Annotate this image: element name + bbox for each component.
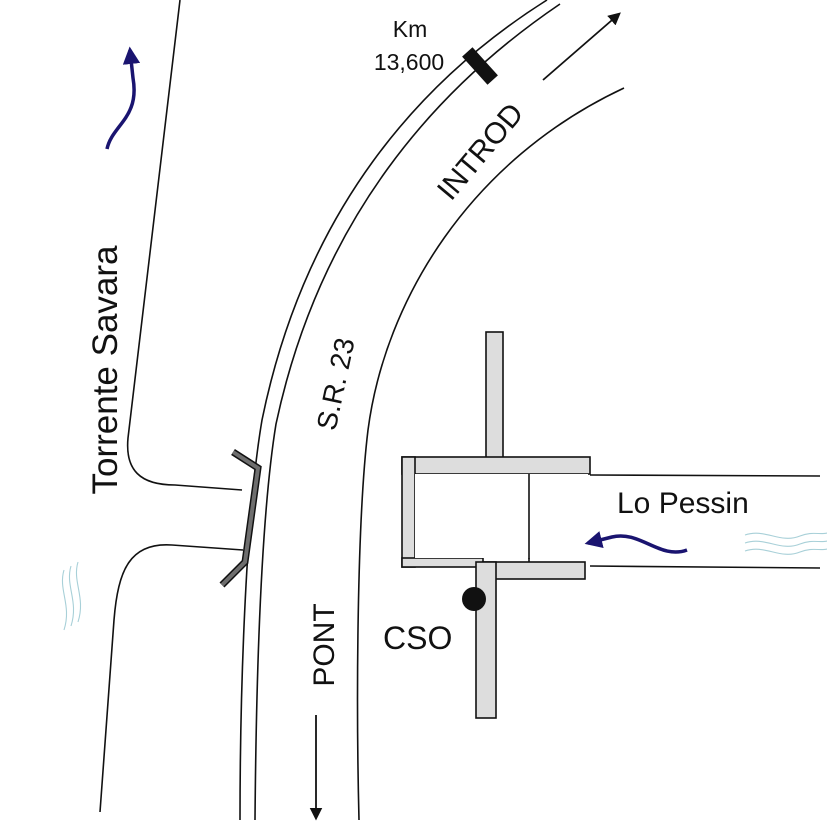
tributary-name-label: Lo Pessin: [617, 487, 749, 520]
stream-torrente-savara: [99, 0, 244, 813]
stream-bank-upper: [126, 0, 243, 491]
km-value-label: 13,600: [374, 49, 444, 75]
pipe-north: [485, 331, 504, 459]
cso-label: CSO: [383, 620, 452, 656]
bridge-icon: [219, 449, 262, 588]
road-edge-outer: [239, 0, 548, 821]
chamber-left-wall: [401, 456, 416, 568]
road-edge-inner: [254, 3, 561, 821]
water-wave-icon: [744, 532, 827, 555]
channel-edge-top: [589, 474, 821, 477]
flow-direction-arrow-icon: [105, 46, 141, 150]
km-title-label: Km: [393, 16, 428, 42]
road-direction-north-label: INTROD: [431, 97, 530, 206]
road-direction-south-label: PONT: [308, 603, 341, 686]
tributary-lo-pessin: [589, 474, 821, 569]
chamber-top-wall: [401, 456, 591, 475]
overflow-structure: [401, 331, 591, 719]
channel-edge-bottom: [589, 565, 821, 569]
chamber-interior: [415, 474, 588, 558]
chamber-bottom-wall: [401, 557, 484, 568]
cso-point-icon: [462, 587, 486, 611]
flow-direction-arrow-icon: [584, 531, 688, 554]
pipe-bottom-branch: [482, 561, 586, 580]
kilometer-marker-icon: [462, 47, 498, 85]
road-name-label: S.R. 23: [311, 335, 361, 433]
stream-name-label: Torrente Savara: [86, 245, 125, 495]
water-wave-icon: [61, 561, 82, 631]
pipe-south: [475, 561, 497, 719]
stream-bank-lower: [99, 544, 244, 813]
road-sr-23: [239, 0, 625, 821]
direction-arrow-north-icon: [542, 12, 621, 81]
road-edge-east: [356, 87, 625, 821]
